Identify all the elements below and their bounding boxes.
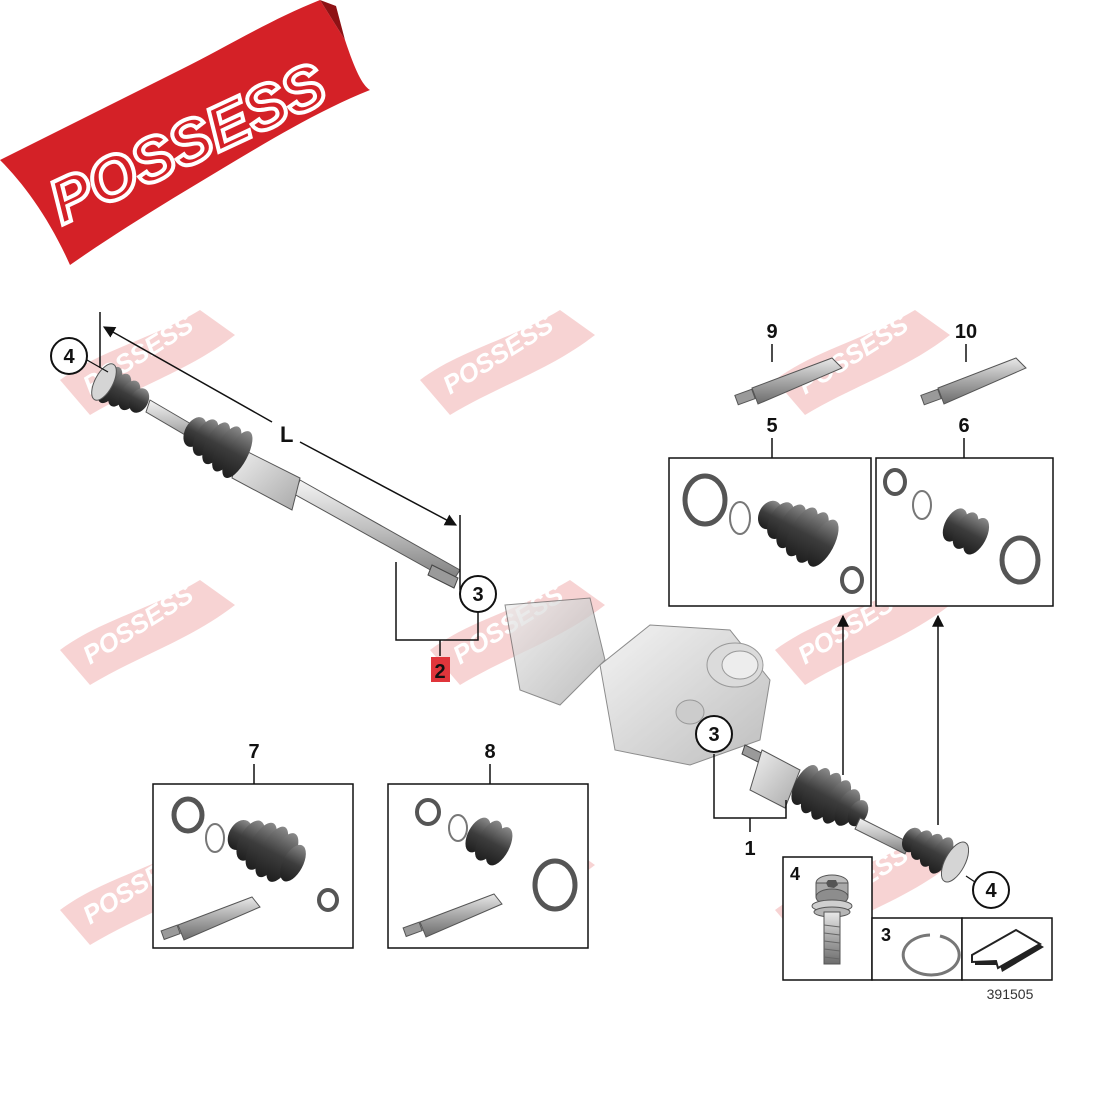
item-10-label: 10 — [955, 321, 977, 343]
item-9-label: 9 — [766, 321, 777, 343]
callout-label: 3 — [708, 724, 719, 746]
logo-banner — [0, 0, 370, 265]
bolt-icon — [811, 874, 853, 965]
dimension-L: L — [99, 312, 461, 590]
item-7-label: 7 — [248, 741, 259, 763]
right-drive-shaft — [741, 744, 970, 883]
reference-arrows — [837, 614, 944, 825]
boot-kit-5: 5 — [668, 415, 872, 607]
item-6-label: 6 — [958, 415, 969, 437]
ring-label: 3 — [881, 925, 891, 945]
drawing-number: 391505 — [987, 986, 1034, 1002]
callout-label: 3 — [472, 584, 483, 606]
callout-3-center: 3 — [695, 715, 733, 753]
arrow-symbol-icon — [971, 928, 1044, 972]
callout-3-left: 3 — [459, 575, 497, 613]
circlip-icon — [901, 933, 961, 977]
bracket-item-2: 2 — [395, 562, 479, 683]
boot-kit-8: 8 — [387, 741, 589, 949]
dimension-label: L — [280, 422, 293, 447]
differential-housing — [504, 597, 771, 766]
grease-tube-9: 9 — [734, 321, 843, 406]
left-drive-shaft — [91, 363, 461, 589]
item-1-label: 1 — [744, 838, 755, 860]
callout-label: 4 — [985, 880, 997, 902]
callout-4-right: 4 — [965, 871, 1010, 909]
boot-kit-6: 6 — [875, 415, 1054, 607]
item-8-label: 8 — [484, 741, 495, 763]
highlight-box — [431, 657, 450, 682]
logo-banner-fold — [320, 0, 345, 40]
bolt-label: 4 — [790, 864, 800, 884]
grease-tube-10: 10 — [920, 321, 1027, 406]
bracket-item-1: 1 — [713, 754, 787, 860]
callout-label: 4 — [63, 346, 75, 368]
parts-table: 4 3 391505 — [782, 856, 1053, 1002]
item-2-label: 2 — [434, 661, 445, 683]
boot-kit-7: 7 — [152, 741, 354, 949]
callout-4-left: 4 — [50, 337, 109, 375]
item-5-label: 5 — [766, 415, 777, 437]
brand-logo: POSSESS — [0, 0, 370, 265]
